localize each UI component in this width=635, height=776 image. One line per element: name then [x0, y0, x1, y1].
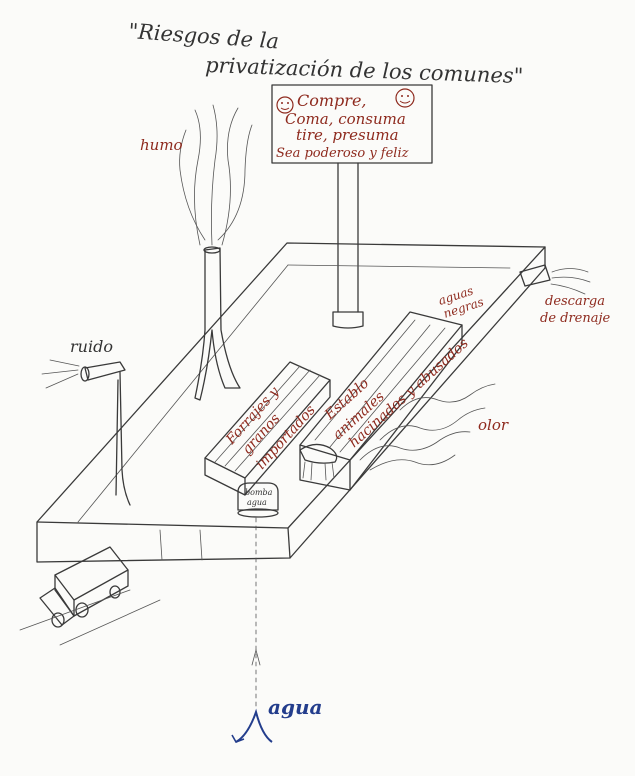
odor-lines — [359, 383, 496, 471]
billboard-panel — [271, 84, 433, 164]
label-descarga-2: de drenaje — [540, 311, 611, 326]
billboard-line-2: Coma, consuma — [285, 110, 406, 128]
billboard-line-1: Compre, — [297, 91, 367, 110]
label-agua: agua — [268, 695, 322, 719]
water-pump: bomba agua — [237, 482, 279, 518]
smiley-face-icon — [395, 88, 415, 108]
platform — [36, 242, 546, 563]
label-olor: olor — [478, 416, 509, 434]
billboard: Compre, Coma, consuma tire, presuma Sea … — [271, 84, 433, 329]
chimney — [194, 246, 241, 401]
smiley-face-icon — [276, 96, 294, 114]
drain-pipe — [519, 264, 591, 295]
billboard-line-4: Sea poderoso y feliz — [276, 146, 409, 161]
label-humo: humo — [140, 136, 183, 154]
title-line-2: privatización de los comunes" — [205, 53, 524, 88]
cow-animals — [299, 443, 338, 464]
label-bomba: bomba — [245, 488, 273, 497]
loudspeaker — [41, 359, 131, 506]
billboard-base — [332, 311, 364, 329]
label-bomba-agua: agua — [247, 498, 267, 507]
water-source — [231, 708, 273, 743]
title-line-1: "Riesgos de la — [128, 19, 280, 53]
smoke — [179, 104, 253, 246]
label-descarga-1: descarga — [545, 294, 605, 309]
billboard-line-3: tire, presuma — [296, 126, 399, 144]
title: "Riesgos de la privatización de los comu… — [128, 19, 524, 88]
label-ruido: ruido — [70, 337, 113, 356]
truck — [19, 546, 161, 646]
arrow-up-icon — [251, 648, 261, 666]
